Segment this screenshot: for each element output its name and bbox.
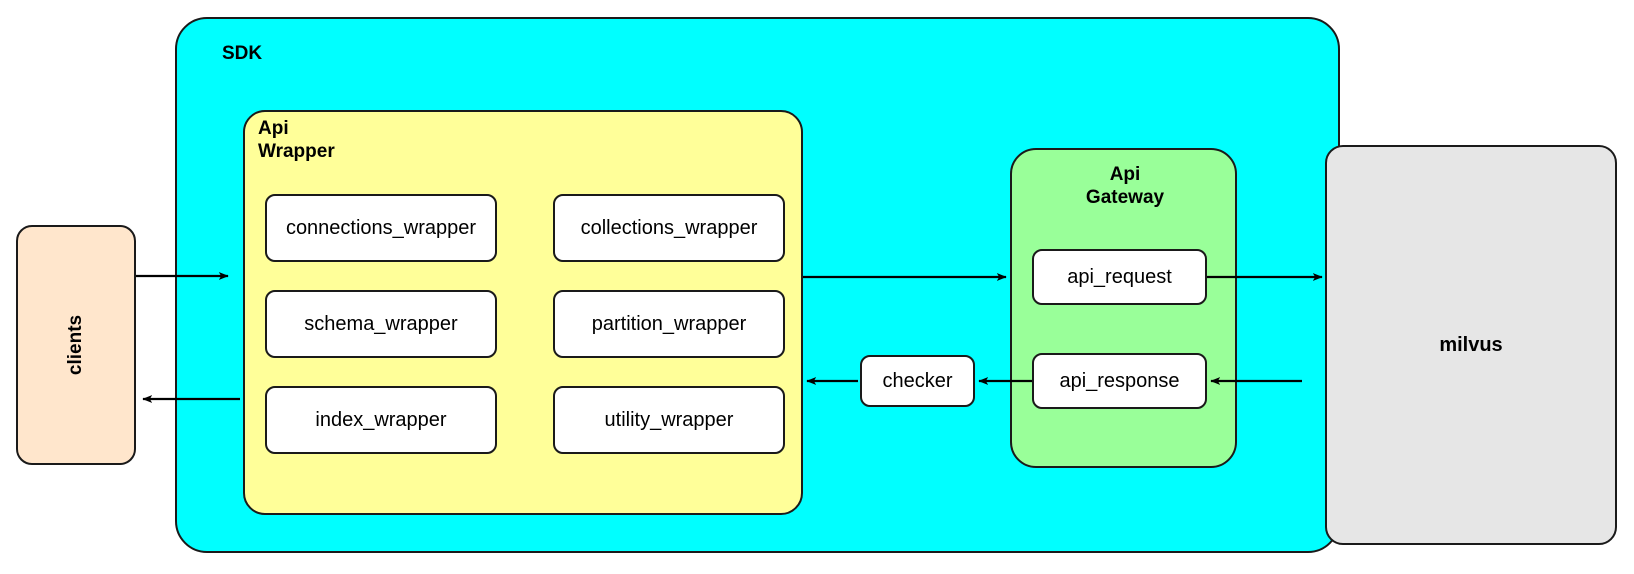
- api-response-label: api_response: [1059, 369, 1180, 392]
- wrapper-cell-connections[interactable]: connections_wrapper: [265, 194, 497, 262]
- api-gateway-container[interactable]: [1010, 148, 1237, 468]
- wrapper-cell-label: index_wrapper: [315, 408, 447, 431]
- api-request-label: api_request: [1067, 265, 1172, 288]
- wrapper-cell-label: partition_wrapper: [591, 312, 747, 335]
- milvus-label: milvus: [1439, 333, 1503, 356]
- wrapper-cell-label: collections_wrapper: [580, 216, 758, 239]
- api-response-node[interactable]: api_response: [1032, 353, 1207, 409]
- wrapper-cell-utility[interactable]: utility_wrapper: [553, 386, 785, 454]
- wrapper-cell-label: utility_wrapper: [604, 408, 734, 431]
- clients-label: clients: [64, 314, 86, 376]
- milvus-node[interactable]: milvus: [1325, 145, 1617, 545]
- sdk-label: SDK: [222, 43, 263, 64]
- checker-label: checker: [882, 369, 953, 392]
- wrapper-cell-label: connections_wrapper: [285, 216, 477, 239]
- clients-node[interactable]: clients: [16, 225, 136, 465]
- wrapper-cell-label: schema_wrapper: [304, 312, 458, 335]
- wrapper-cell-schema[interactable]: schema_wrapper: [265, 290, 497, 358]
- api-gateway-label: Api Gateway: [1085, 164, 1165, 209]
- wrapper-cell-collections[interactable]: collections_wrapper: [553, 194, 785, 262]
- api-wrapper-label: Api Wrapper: [258, 118, 335, 163]
- wrapper-cell-partition[interactable]: partition_wrapper: [553, 290, 785, 358]
- wrapper-cell-index[interactable]: index_wrapper: [265, 386, 497, 454]
- checker-node[interactable]: checker: [860, 355, 975, 407]
- api-request-node[interactable]: api_request: [1032, 249, 1207, 305]
